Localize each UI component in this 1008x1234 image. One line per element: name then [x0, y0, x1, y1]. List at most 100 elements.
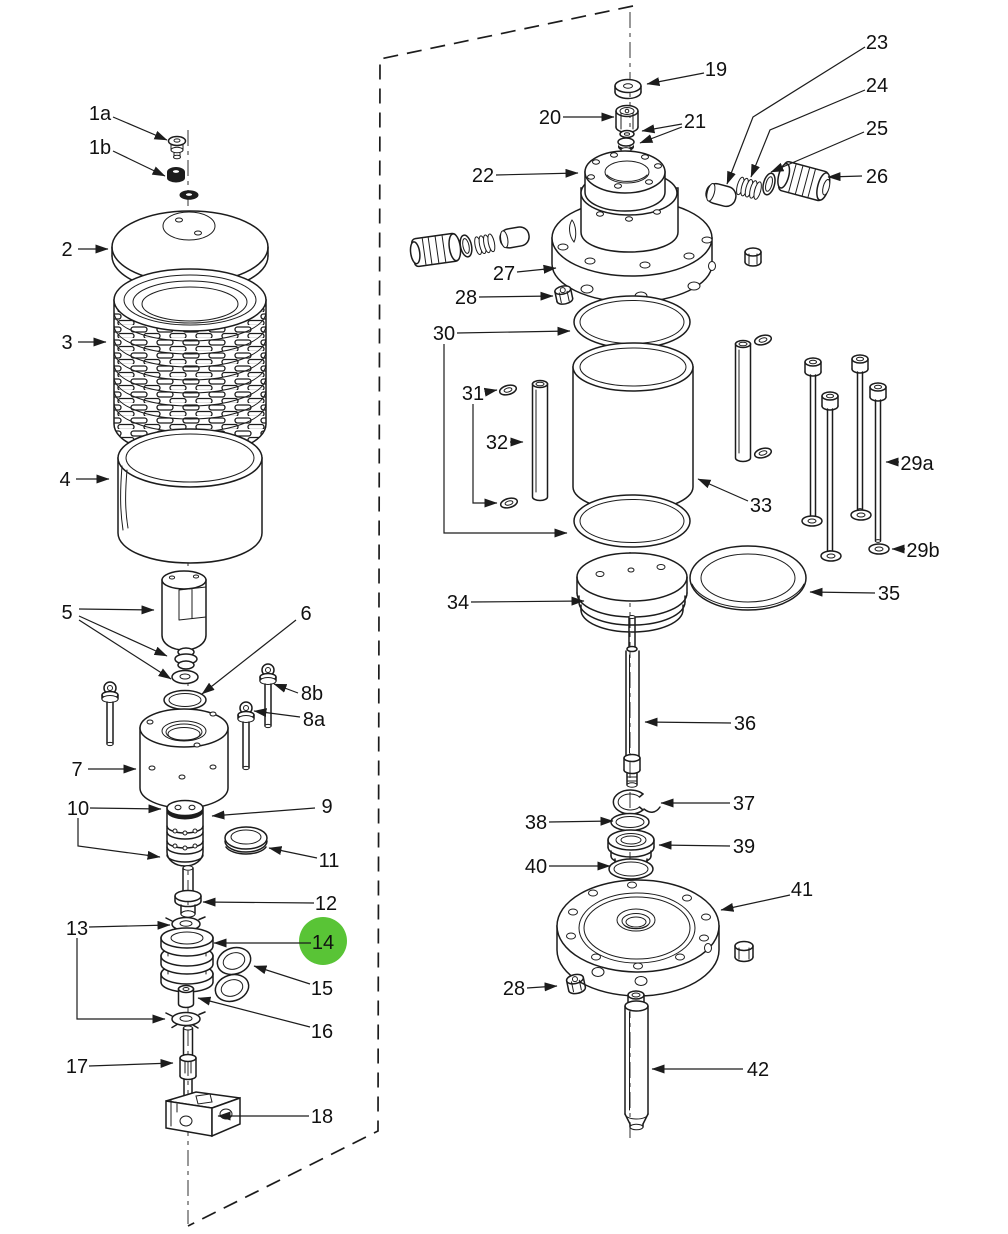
part-26-coupler-right — [777, 160, 831, 202]
part-5-valve-body — [161, 570, 207, 651]
callout-39: 39 — [733, 836, 755, 858]
part-36-piston-rod — [623, 615, 641, 788]
part-31-oring-lower — [499, 497, 519, 509]
callout-15: 15 — [311, 978, 333, 1000]
leader-15 — [253, 965, 311, 985]
leader-12 — [202, 897, 315, 907]
callout-14[interactable]: 14 — [312, 932, 334, 954]
part-1a-screw — [167, 135, 187, 160]
callout-25: 25 — [866, 118, 888, 140]
callout-37: 37 — [733, 793, 755, 815]
leader-24 — [750, 89, 866, 178]
oring-right-upper — [753, 334, 773, 346]
part-30-oring-top — [573, 295, 691, 349]
part-3-screen-cylinder — [113, 268, 267, 457]
part-31-oring-upper — [498, 384, 518, 396]
callout-8b: 8b — [301, 683, 323, 705]
part-5-fitting — [174, 647, 198, 670]
callout-20: 20 — [539, 107, 561, 129]
callout-29b: 29b — [906, 540, 939, 562]
leader-21a — [641, 123, 683, 134]
leader-8a — [253, 708, 301, 718]
callout-35: 35 — [878, 583, 900, 605]
bolt-left — [101, 681, 119, 747]
leader-1b — [112, 150, 166, 177]
part-26-coupler-left — [409, 232, 462, 268]
part-6-oring — [163, 689, 207, 711]
oring-right-lower — [753, 447, 773, 459]
callout-42: 42 — [747, 1059, 769, 1081]
callout-31: 31 — [462, 383, 484, 405]
leader-5a — [78, 605, 155, 615]
part-4-plain-cylinder — [117, 428, 263, 564]
part-41-bottom-flange — [556, 879, 720, 997]
part-34-piston — [576, 552, 688, 633]
callout-33: 33 — [750, 495, 772, 517]
part-12-guide — [174, 865, 202, 918]
leader-10a — [89, 804, 162, 814]
part-14-spool — [160, 927, 214, 993]
callout-34: 34 — [447, 592, 469, 614]
leader-1a — [112, 116, 168, 141]
part-13-lockwasher-top — [165, 916, 206, 934]
bolts-29a — [804, 354, 887, 554]
leader-23 — [726, 46, 866, 185]
leader-13b — [76, 938, 166, 1024]
leader-25 — [770, 131, 865, 173]
leader-10b — [77, 818, 161, 860]
part-15-orings — [214, 946, 252, 1003]
leader-30a — [456, 326, 571, 336]
tube-right — [734, 339, 752, 463]
leader-22 — [495, 168, 579, 178]
plug-right-of-flange — [744, 247, 762, 267]
bolt-8b — [259, 663, 277, 729]
leader-21b — [639, 126, 683, 144]
leader-17 — [88, 1058, 174, 1068]
leader-30b — [443, 344, 568, 538]
part-33-cylinder-tube — [572, 342, 694, 512]
leader-8b — [273, 683, 299, 694]
callout-18: 18 — [311, 1106, 333, 1128]
callout-4: 4 — [59, 469, 70, 491]
leader-34 — [470, 596, 585, 606]
leader-33 — [697, 478, 749, 502]
part-28-plug-bottom — [565, 973, 587, 995]
callout-17: 17 — [66, 1056, 88, 1078]
leader-39 — [658, 840, 731, 850]
callout-22: 22 — [472, 165, 494, 187]
part-22-hub — [580, 150, 679, 253]
callout-36: 36 — [734, 713, 756, 735]
callout-8a: 8a — [303, 709, 326, 731]
leader-28-top — [478, 291, 554, 301]
callout-28-top: 28 — [455, 287, 477, 309]
part-30-oring-bottom — [573, 494, 691, 548]
leader-16 — [197, 996, 311, 1028]
callout-1b: 1b — [89, 137, 111, 159]
callout-27: 27 — [493, 263, 515, 285]
callout-23: 23 — [866, 32, 888, 54]
part-23-poppet-right — [705, 182, 737, 208]
highlight-circle-14[interactable] — [299, 917, 347, 965]
part-1-washer — [179, 190, 199, 200]
part-16-spacer — [177, 984, 195, 1009]
part-38-oring — [610, 812, 650, 832]
part-13-lockwasher-bottom — [165, 1011, 206, 1029]
callout-21: 21 — [684, 111, 706, 133]
callout-29a: 29a — [900, 453, 934, 475]
right-assembly — [409, 78, 890, 1131]
callout-10: 10 — [67, 798, 89, 820]
leader-36 — [644, 717, 732, 727]
left-assembly — [101, 135, 277, 1138]
callout-11: 11 — [319, 850, 340, 872]
leader-27 — [516, 264, 557, 274]
callout-2: 2 — [61, 239, 72, 261]
leader-38 — [548, 816, 614, 826]
leader-6 — [201, 619, 297, 695]
leader-5b — [78, 615, 168, 657]
part-2-cover-disc — [111, 210, 269, 293]
part-19-washer — [614, 78, 642, 100]
leader-28-bottom — [526, 982, 558, 992]
leader-lines — [76, 46, 905, 1121]
bolt-8a — [237, 701, 255, 771]
